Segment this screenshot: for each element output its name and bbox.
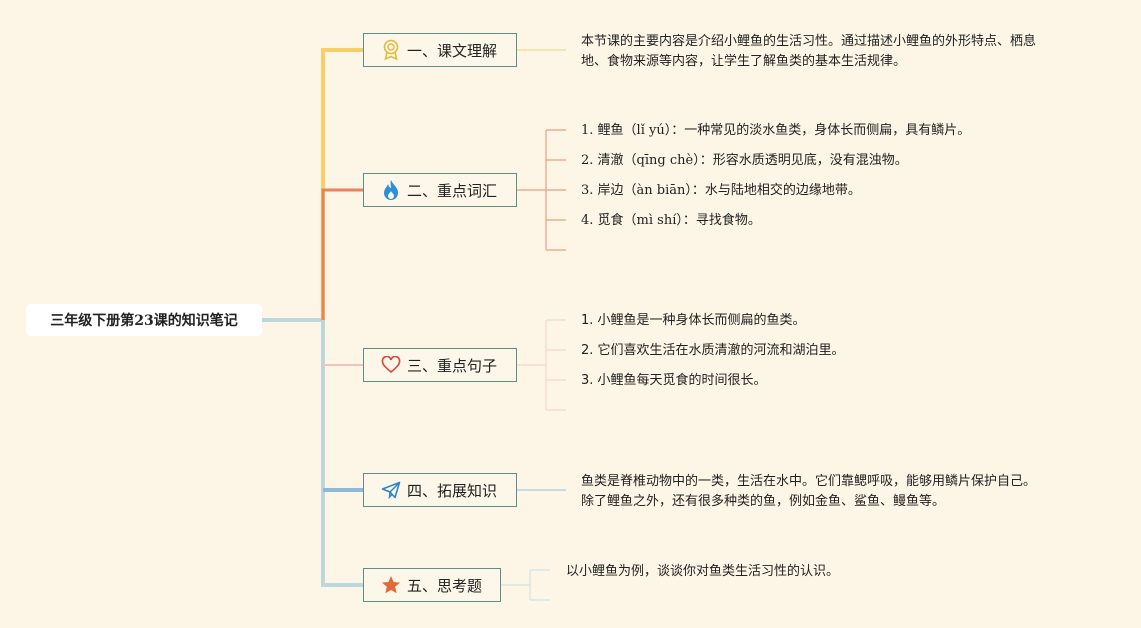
branch-node-1[interactable]: 一、课文理解 <box>363 33 517 67</box>
branch-label-2: 二、重点词汇 <box>407 181 498 200</box>
branch-node-4[interactable]: 四、拓展知识 <box>363 473 517 507</box>
root-title: 三年级下册第23课的知识笔记 <box>50 313 238 329</box>
sentence-item-3: 3. 小鲤鱼每天觅食的时间很长。 <box>581 373 767 388</box>
branch-node-3[interactable]: 三、重点句子 <box>363 348 517 382</box>
branch-1-text: 本节课的主要内容是介绍小鲤鱼的生活习性。通过描述小鲤鱼的外形特点、栖息 地、食物… <box>581 32 1036 72</box>
branch-label-1: 一、课文理解 <box>407 41 498 60</box>
award-icon <box>380 39 402 61</box>
branch-label-5: 五、思考题 <box>407 576 483 595</box>
branch-node-5[interactable]: 五、思考题 <box>363 568 501 602</box>
branch-4-text: 鱼类是脊椎动物中的一类，生活在水中。它们靠鳃呼吸，能够用鳞片保护自己。 除了鲤鱼… <box>581 472 1036 512</box>
sentence-item-1: 1. 小鲤鱼是一种身体长而侧扁的鱼类。 <box>581 313 806 328</box>
vocab-item-2: 2. 清澈（qīng chè）：形容水质透明见底，没有混浊物。 <box>581 153 908 168</box>
branch-1-text-line-1: 本节课的主要内容是介绍小鲤鱼的生活习性。通过描述小鲤鱼的外形特点、栖息 <box>581 34 1037 49</box>
branch-node-2[interactable]: 二、重点词汇 <box>363 173 517 207</box>
flame-icon <box>380 179 402 201</box>
question-item-1: 以小鲤鱼为例，谈谈你对鱼类生活习性的认识。 <box>566 564 840 579</box>
vocab-item-4: 4. 觅食（mì shí）：寻找食物。 <box>581 213 761 228</box>
sentence-item-2: 2. 它们喜欢生活在水质清澈的河流和湖泊里。 <box>581 343 845 358</box>
vocab-item-1: 1. 鲤鱼（lǐ yú）：一种常见的淡水鱼类，身体长而侧扁，具有鳞片。 <box>581 123 971 138</box>
paper-plane-icon <box>380 479 402 501</box>
branch-1-text-line-2: 地、食物来源等内容，让学生了解鱼类的基本生活规律。 <box>581 54 907 69</box>
branch-4-text-line-1: 鱼类是脊椎动物中的一类，生活在水中。它们靠鳃呼吸，能够用鳞片保护自己。 <box>581 474 1037 489</box>
heart-icon <box>380 354 402 376</box>
branch-label-4: 四、拓展知识 <box>407 481 498 500</box>
branch-4-text-line-2: 除了鲤鱼之外，还有很多种类的鱼，例如金鱼、鲨鱼、鳗鱼等。 <box>581 494 946 509</box>
branch-label-3: 三、重点句子 <box>407 356 498 375</box>
star-icon <box>380 574 402 596</box>
vocab-item-3: 3. 岸边（àn biān）：水与陆地相交的边缘地带。 <box>581 183 861 198</box>
root-node[interactable]: 三年级下册第23课的知识笔记 <box>26 304 262 336</box>
